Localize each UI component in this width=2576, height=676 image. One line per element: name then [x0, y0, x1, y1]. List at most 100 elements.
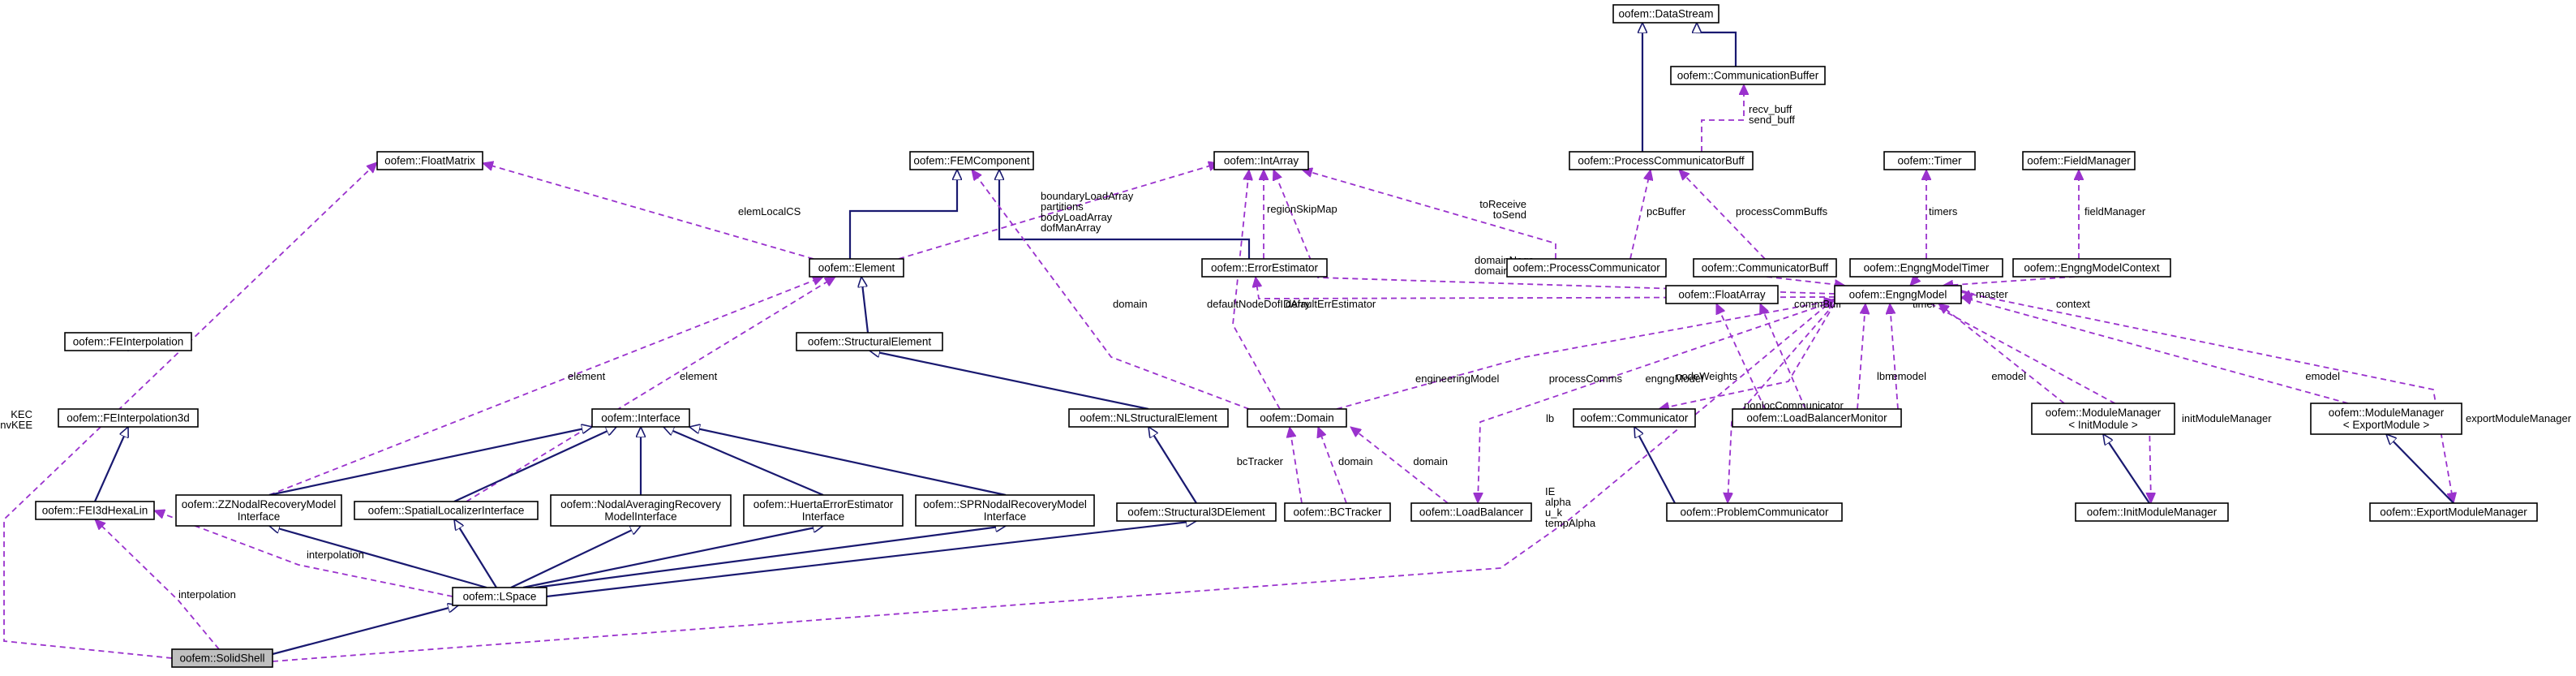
class-box: [1849, 258, 2003, 278]
class-name-label: oofem::Element: [818, 262, 895, 274]
class-node-export-module-manager[interactable]: oofem::ExportModuleManager: [2369, 502, 2538, 522]
edge-label-line: toReceive: [1479, 198, 1526, 210]
class-node-load-balancer[interactable]: oofem::LoadBalancer: [1410, 502, 1532, 522]
edge-label-line: context: [2056, 298, 2090, 310]
class-box: [2310, 403, 2462, 435]
class-node-fei3d-hexa-lin[interactable]: oofem::FEI3dHexaLin: [35, 501, 155, 520]
class-node-nlstructural-element[interactable]: oofem::NLStructuralElement: [1068, 408, 1229, 428]
class-node-lspace[interactable]: oofem::LSpace: [452, 587, 547, 606]
class-node-structural3-delement[interactable]: oofem::Structural3DElement: [1116, 502, 1277, 522]
inheritance-edge-47: [268, 427, 592, 497]
edge-label-domain-fem: domain: [1113, 298, 1148, 310]
inheritance-edge-39: [1148, 427, 1197, 504]
usage-edge-41: [1318, 427, 1347, 504]
class-node-load-balancer-monitor[interactable]: oofem::LoadBalancerMonitor: [1732, 408, 1902, 428]
edge-label-line: emodel: [1991, 370, 2026, 382]
class-node-bctracker[interactable]: oofem::BCTracker: [1284, 502, 1391, 522]
class-node-nodal-averaging-recovery-model-interface[interactable]: oofem::NodalAveragingRecoveryModelInterf…: [550, 494, 732, 527]
class-node-timer[interactable]: oofem::Timer: [1883, 151, 1976, 170]
class-name-label: oofem::FloatMatrix: [384, 155, 475, 167]
class-node-engng-model-timer[interactable]: oofem::EngngModelTimer: [1849, 258, 2003, 278]
class-box: [1732, 408, 1902, 428]
edge-label-line: elemLocalCS: [738, 205, 801, 217]
class-node-element[interactable]: oofem::Element: [809, 258, 904, 278]
class-name-label: oofem::ProcessCommunicatorBuff: [1578, 155, 1745, 167]
edge-label-line: engineeringModel: [1415, 372, 1499, 385]
class-node-init-module-manager[interactable]: oofem::InitModuleManager: [2075, 502, 2229, 522]
inheritance-edge-38: [2386, 434, 2454, 504]
class-node-spatial-localizer-interface[interactable]: oofem::SpatialLocalizerInterface: [354, 501, 539, 520]
class-node-module-manager-init[interactable]: oofem::ModuleManager< InitModule >: [2031, 403, 2175, 435]
class-node-process-communicator[interactable]: oofem::ProcessCommunicator: [1506, 258, 1667, 278]
edge-label-process-comms: processComms: [1549, 372, 1623, 385]
usage-edge-32: [1961, 297, 2349, 404]
class-name-label: < ExportModule >: [2343, 419, 2430, 431]
usage-edge-26: [1760, 304, 1806, 410]
class-node-feinterpolation[interactable]: oofem::FEInterpolation: [64, 332, 192, 351]
class-node-error-estimator[interactable]: oofem::ErrorEstimator: [1201, 258, 1328, 278]
inheritance-edge-51: [689, 427, 1007, 497]
class-node-communicator[interactable]: oofem::Communicator: [1573, 408, 1696, 428]
class-box: [743, 494, 904, 527]
edge-label-line: interpolation: [307, 549, 364, 561]
class-box: [2012, 258, 2171, 278]
inheritance-edge-53: [454, 519, 497, 588]
edge-label-line: domain: [1113, 298, 1148, 310]
class-node-engng-model-context[interactable]: oofem::EngngModelContext: [2012, 258, 2171, 278]
class-name-label: Interface: [238, 510, 281, 523]
class-node-module-manager-export[interactable]: oofem::ModuleManager< ExportModule >: [2310, 403, 2462, 435]
class-name-label: oofem::SolidShell: [179, 652, 264, 665]
class-box: [1213, 151, 1309, 170]
class-node-domain[interactable]: oofem::Domain: [1247, 408, 1347, 428]
class-name-label: Interface: [802, 510, 845, 523]
edge-label-line: KEC: [11, 408, 32, 420]
edge-label-default-err-estimator: defaultErrEstimator: [1286, 298, 1376, 310]
class-node-femcomponent[interactable]: oofem::FEMComponent: [909, 151, 1034, 170]
class-node-float-matrix[interactable]: oofem::FloatMatrix: [376, 151, 483, 170]
edge-label-context: context: [2056, 298, 2090, 310]
class-box: [1068, 408, 1229, 428]
class-node-process-communicator-buff[interactable]: oofem::ProcessCommunicatorBuff: [1569, 151, 1754, 170]
usage-edge-16: [1943, 276, 2076, 286]
inheritance-edge-18: [861, 277, 869, 334]
class-box: [1506, 258, 1667, 278]
class-name-label: oofem::SPRNodalRecoveryModel: [923, 498, 1087, 510]
class-node-field-manager[interactable]: oofem::FieldManager: [2022, 151, 2136, 170]
class-name-label: oofem::ModuleManager: [2329, 407, 2445, 419]
usage-edge-33: [1960, 291, 2454, 503]
edge-label-line: lb: [1546, 412, 1554, 424]
edge-label-init-module-manager: initModuleManager: [2182, 412, 2272, 424]
class-name-label: oofem::EngngModel: [1849, 289, 1947, 301]
class-box: [1573, 408, 1696, 428]
edge-label-line: domain: [1413, 455, 1448, 467]
edge-label-line: processCommBuffs: [1736, 205, 1828, 217]
usage-edge-7: [898, 163, 1219, 260]
class-node-communication-buffer[interactable]: oofem::CommunicationBuffer: [1670, 66, 1826, 85]
class-node-engng-model[interactable]: oofem::EngngModel: [1834, 285, 1962, 304]
edge-label-interpolation1: interpolation: [307, 549, 364, 561]
class-box: [550, 494, 732, 527]
usage-edge-11: [1629, 170, 1651, 260]
class-node-data-stream[interactable]: oofem::DataStream: [1612, 4, 1719, 24]
usage-edge-35: [1728, 303, 1835, 503]
inheritance-edge-36: [1634, 427, 1676, 504]
class-node-interface[interactable]: oofem::Interface: [591, 408, 690, 428]
class-node-structural-element[interactable]: oofem::StructuralElement: [796, 332, 943, 351]
class-name-label: ModelInterface: [604, 510, 676, 523]
usage-edge-21: [1232, 170, 1281, 410]
class-box: [452, 587, 547, 606]
class-box: [909, 151, 1034, 170]
class-box: [1665, 285, 1779, 304]
class-node-communicator-buff[interactable]: oofem::CommunicatorBuff: [1693, 258, 1837, 278]
class-node-int-array[interactable]: oofem::IntArray: [1213, 151, 1309, 170]
class-node-problem-communicator[interactable]: oofem::ProblemCommunicator: [1666, 502, 1843, 522]
class-node-feinterpolation3d[interactable]: oofem::FEInterpolation3d: [58, 408, 199, 428]
class-node-float-array[interactable]: oofem::FloatArray: [1665, 285, 1779, 304]
class-box: [2031, 403, 2175, 435]
